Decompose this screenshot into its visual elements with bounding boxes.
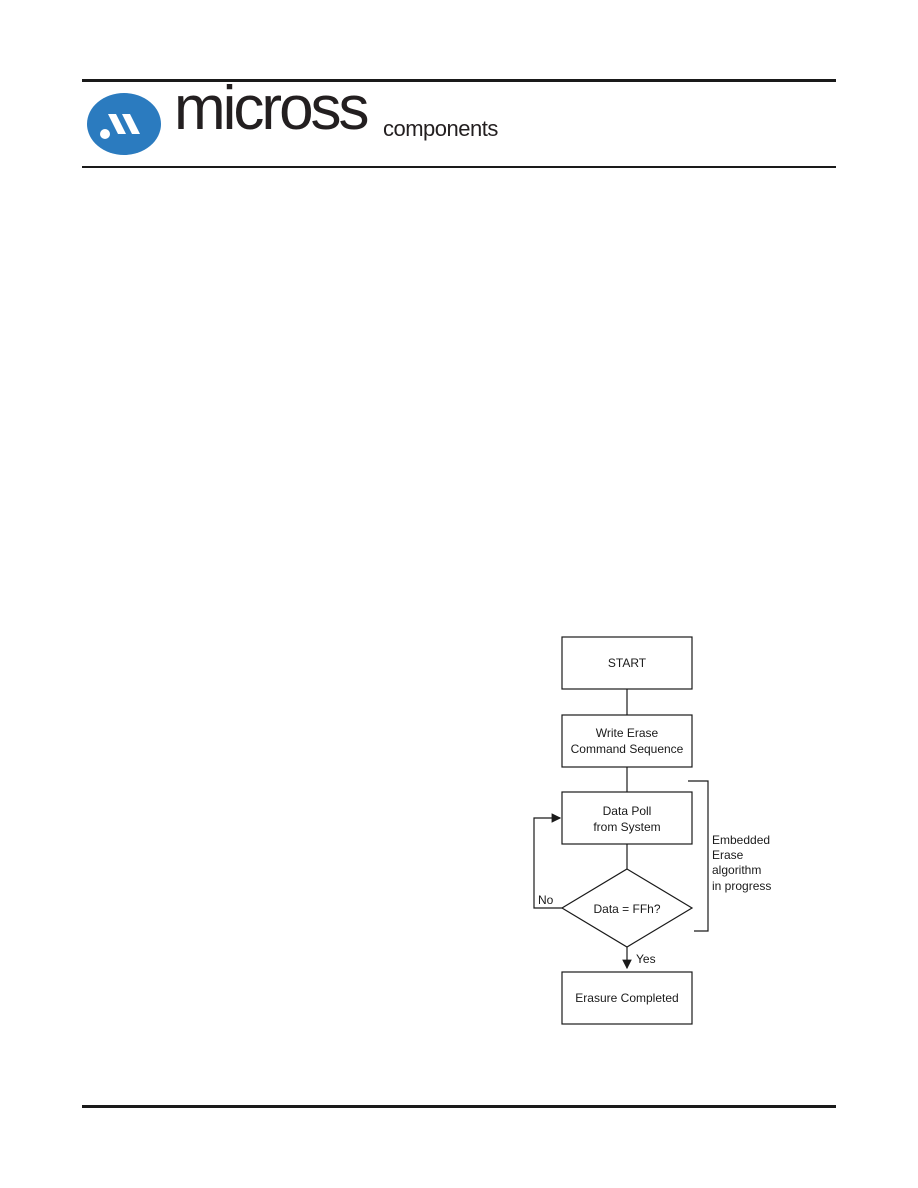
logo-subtitle: components <box>383 116 498 141</box>
footer-rule <box>82 1105 836 1108</box>
yes-label: Yes <box>636 952 656 966</box>
write-erase-label-1: Write Erase <box>596 726 659 740</box>
embedded-erase-bracket <box>688 780 709 932</box>
data-poll-label-1: Data Poll <box>603 804 652 818</box>
header-top-rule <box>82 79 836 82</box>
logo-wordmark: micross <box>174 74 370 143</box>
erase-flowchart: START Write Erase Command Sequence Data … <box>533 636 771 1025</box>
bracket-label-2: Erase <box>712 848 744 862</box>
start-label: START <box>608 656 647 670</box>
write-erase-label-2: Command Sequence <box>571 742 684 756</box>
micross-logo: micross components <box>86 78 526 156</box>
write-erase-box <box>561 714 693 768</box>
no-loop-line <box>533 813 562 909</box>
bracket-label-1: Embedded <box>712 833 770 847</box>
decision-label: Data = FFh? <box>593 902 660 916</box>
data-poll-label-2: from System <box>593 820 660 834</box>
erasure-completed-box <box>561 971 693 1025</box>
data-poll-box <box>561 791 693 845</box>
micross-logo-mark <box>87 93 161 155</box>
header-bottom-rule <box>82 166 836 168</box>
bracket-label-3: algorithm <box>712 863 761 877</box>
erasure-completed-label: Erasure Completed <box>575 991 678 1005</box>
bracket-label-4: in progress <box>712 879 771 893</box>
no-label: No <box>538 893 554 907</box>
